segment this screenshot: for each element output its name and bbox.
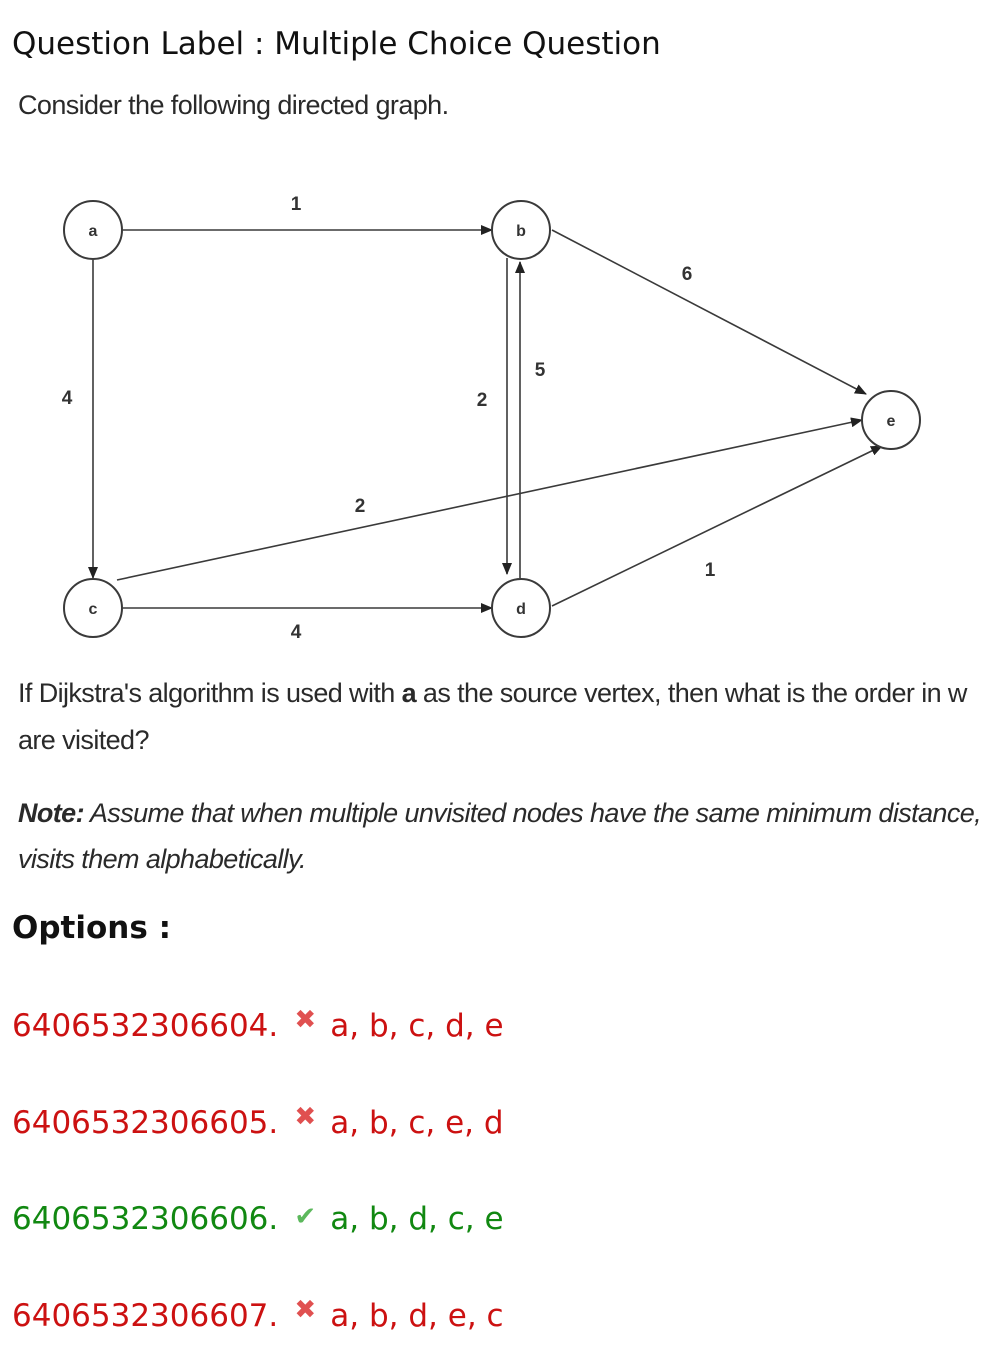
node-c: [63, 578, 123, 638]
weight-b-d: 2: [477, 390, 488, 411]
option-id: 6406532306604.: [12, 1008, 279, 1044]
weight-c-d: 4: [291, 622, 302, 643]
question-prompt-line-2: are visited?: [18, 725, 149, 755]
weight-a-b: 1: [291, 194, 302, 215]
edge-b-e: [551, 229, 867, 395]
note-line-1: Note: Assume that when multiple unvisite…: [18, 798, 982, 828]
option-4: 6406532306607. ✖ a, b, d, e, c: [12, 1294, 504, 1338]
weight-b-e: 6: [682, 264, 693, 285]
node-label-c: c: [89, 601, 98, 618]
option-text: a, b, c, d, e: [330, 1008, 504, 1044]
edge-d-e: [551, 445, 883, 607]
option-id: 6406532306606.: [12, 1201, 279, 1237]
options-heading: Options :: [12, 910, 171, 946]
cross-icon: ✖: [294, 1295, 317, 1325]
node-a: [63, 200, 123, 260]
question-label: Question Label : Multiple Choice Questio…: [12, 26, 661, 62]
question-prompt-line-1: If Dijkstra's algorithm is used with a a…: [18, 678, 967, 708]
node-label-b: b: [516, 223, 526, 240]
node-e: [861, 390, 921, 450]
question-intro: Consider the following directed graph.: [18, 90, 449, 120]
cross-icon: ✖: [294, 1102, 317, 1132]
option-id: 6406532306607.: [12, 1298, 279, 1334]
option-1: 6406532306604. ✖ a, b, c, d, e: [12, 1004, 504, 1048]
source-vertex: a: [401, 678, 417, 708]
question-image: Consider the following directed graph. a: [0, 84, 982, 884]
weight-d-e: 1: [705, 560, 716, 581]
node-b: [491, 200, 551, 260]
check-icon: ✔: [294, 1202, 317, 1232]
directed-graph: a b c d e 1 4 2 5 6 2 4 1: [62, 194, 921, 643]
weight-c-e: 2: [355, 496, 366, 517]
option-2: 6406532306605. ✖ a, b, c, e, d: [12, 1101, 504, 1145]
note-line-2: visits them alphabetically.: [18, 844, 307, 874]
node-label-e: e: [887, 413, 896, 430]
note-label: Note:: [18, 798, 85, 828]
weight-d-b: 5: [535, 360, 546, 381]
node-label-a: a: [89, 223, 98, 240]
edge-c-e: [116, 417, 863, 581]
option-text: a, b, c, e, d: [330, 1105, 504, 1141]
weight-a-c: 4: [62, 388, 73, 409]
node-label-d: d: [516, 601, 526, 618]
option-3: 6406532306606. ✔ a, b, d, c, e: [12, 1197, 504, 1241]
option-id: 6406532306605.: [12, 1105, 279, 1141]
option-text: a, b, d, e, c: [330, 1298, 504, 1334]
option-text: a, b, d, c, e: [330, 1201, 504, 1237]
cross-icon: ✖: [294, 1005, 317, 1035]
node-d: [491, 578, 551, 638]
